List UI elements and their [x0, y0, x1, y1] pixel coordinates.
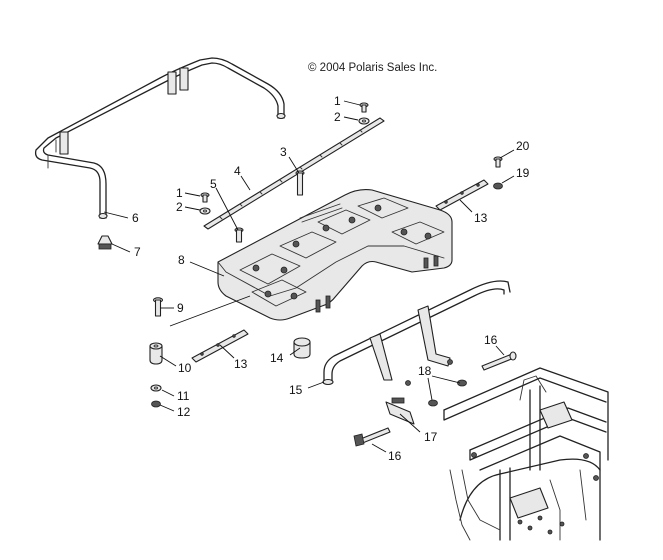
callout-20: 20	[516, 139, 530, 153]
rear-rack-rail-part-6	[34, 57, 286, 220]
bolt-part-16-lower	[353, 427, 391, 447]
callout-13-left: 13	[234, 357, 248, 371]
callout-12: 12	[177, 405, 191, 419]
callout-10: 10	[178, 361, 192, 375]
vehicle-frame	[443, 367, 609, 541]
washer-part-2-left	[199, 207, 211, 215]
bracket-part-13-left	[191, 329, 249, 363]
plug-part-7	[97, 235, 113, 250]
callout-16-lower: 16	[388, 449, 402, 463]
callout-1-upper: 1	[334, 94, 341, 108]
bolt-part-3	[295, 170, 305, 196]
bracket-part-17	[385, 397, 415, 425]
leader-lines	[103, 100, 515, 453]
bracket-part-13-right	[435, 179, 489, 211]
callout-11: 11	[177, 389, 190, 403]
callout-9: 9	[177, 301, 184, 315]
screw-part-1-upper	[359, 102, 369, 113]
nut-part-19	[493, 182, 503, 190]
frame-rail-part-15	[322, 280, 511, 386]
callout-2-upper: 2	[334, 110, 341, 124]
washer-part-11	[150, 384, 162, 392]
screw-part-20	[493, 156, 503, 168]
callout-7: 7	[134, 245, 141, 259]
rear-rack-part-8	[217, 189, 453, 321]
callout-19: 19	[516, 166, 530, 180]
bushing-part-14	[293, 337, 311, 359]
callout-17: 17	[424, 430, 438, 444]
callout-18: 18	[418, 364, 432, 378]
bolt-part-16-upper	[481, 351, 517, 371]
callout-3: 3	[280, 145, 287, 159]
bolt-part-5	[234, 227, 244, 243]
screw-part-1-left	[200, 192, 210, 203]
nut-part-18	[428, 379, 467, 407]
copyright-notice: © 2004 Polaris Sales Inc.	[308, 62, 438, 74]
callout-2-left: 2	[176, 200, 183, 214]
callout-4: 4	[234, 164, 241, 178]
callout-13-right: 13	[474, 211, 488, 225]
callout-16-upper: 16	[484, 333, 498, 347]
callout-1-left: 1	[176, 186, 183, 200]
callout-labels: 1 2 3 4 5 1 2 6 7 8 9 10 11 12 13 13 14 …	[132, 94, 530, 463]
bolt-part-9	[152, 297, 164, 317]
callout-15: 15	[289, 383, 303, 397]
rack-strip-part-4	[203, 117, 385, 230]
callout-5: 5	[210, 177, 217, 191]
callout-14: 14	[270, 351, 284, 365]
washer-part-2-upper	[358, 117, 370, 125]
nut-part-12	[151, 400, 161, 408]
callout-6: 6	[132, 211, 139, 225]
callout-8: 8	[178, 253, 185, 267]
spacer-part-10	[149, 342, 163, 365]
